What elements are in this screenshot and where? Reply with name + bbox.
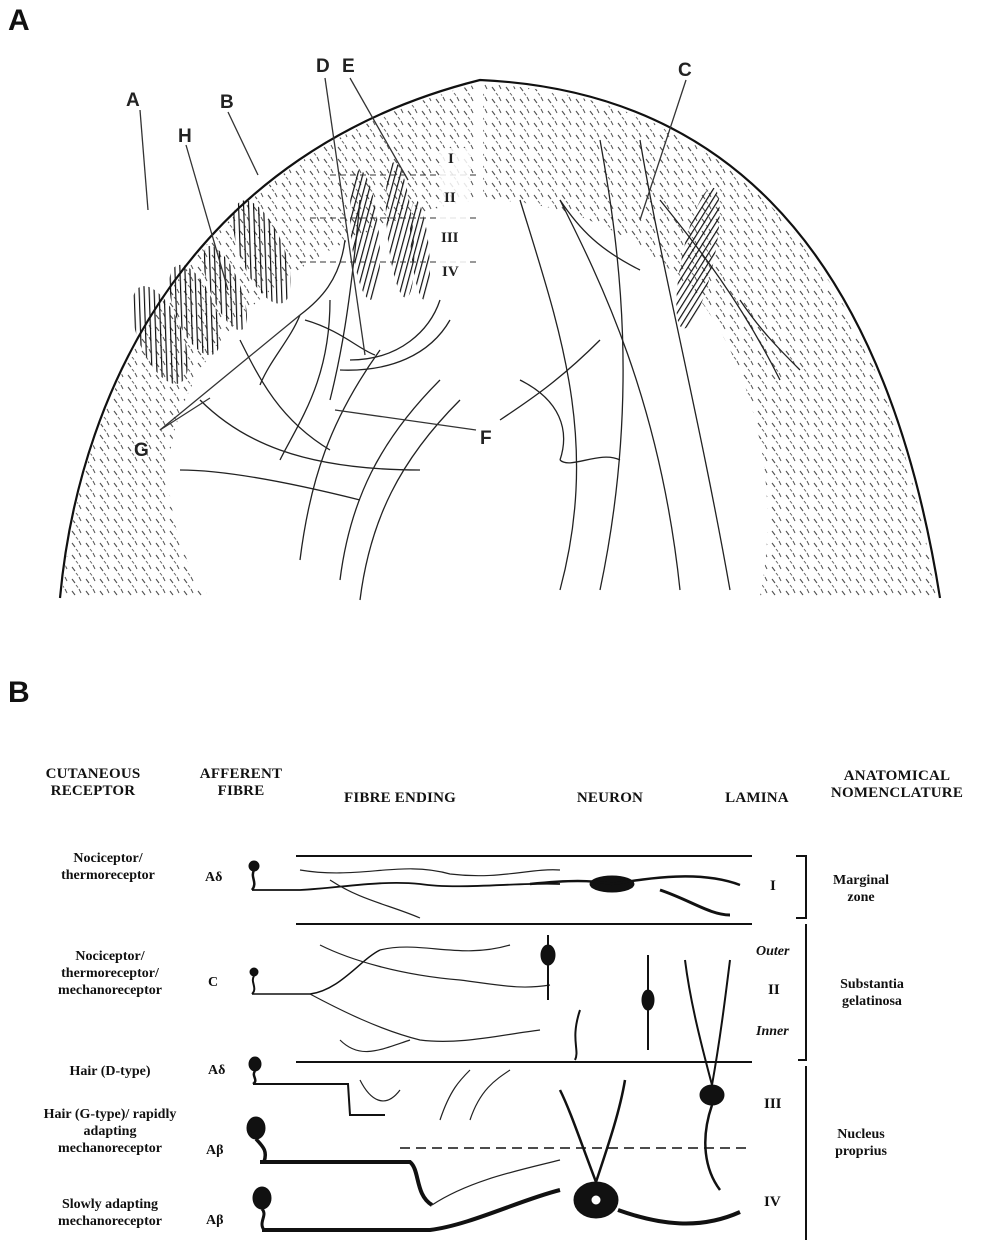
nomenclature-brackets — [796, 856, 806, 1240]
lamina-label-a-iv: IV — [442, 264, 459, 280]
region-label-c: C — [678, 60, 692, 81]
lamina-label-a-i: I — [448, 151, 454, 167]
fibre-type-row-1: Aδ — [205, 870, 222, 886]
nomenclature-marginal-zone: Marginal zone — [818, 872, 904, 906]
lamina-label-a-ii: II — [444, 190, 456, 206]
lamina-b-inner: Inner — [756, 1024, 789, 1040]
receptor-row-1: Nociceptor/ thermoreceptor — [38, 850, 178, 884]
region-label-f: F — [480, 428, 492, 449]
receptor-row-5: Slowly adapting mechanoreceptor — [30, 1196, 190, 1230]
nomenclature-nucleus-proprius: Nucleus proprius — [818, 1126, 904, 1160]
lamina-b-iv: IV — [764, 1194, 781, 1211]
region-label-d: D — [316, 56, 330, 77]
fibre-type-row-4: Aβ — [206, 1143, 224, 1159]
receptor-row-3: Hair (D-type) — [30, 1063, 190, 1080]
header-lamina: LAMINA — [712, 790, 802, 807]
fibre-type-row-2: C — [208, 975, 218, 991]
afferent-fibres — [247, 861, 560, 1230]
region-label-h: H — [178, 126, 192, 147]
lamina-boundaries-b — [296, 856, 752, 1062]
header-neuron: NEURON — [560, 790, 660, 807]
panel-a-figure: I II III IV A B C D E F G H — [0, 0, 995, 640]
region-label-b: B — [220, 92, 234, 113]
panel-b-letter: B — [8, 676, 30, 710]
receptor-row-2: Nociceptor/ thermoreceptor/ mechanorecep… — [30, 948, 190, 999]
lamina-b-outer: Outer — [756, 944, 789, 960]
header-cutaneous-receptor: CUTANEOUS RECEPTOR — [28, 766, 158, 800]
region-label-g: G — [134, 440, 149, 461]
lamina-b-i: I — [770, 878, 776, 895]
region-label-e: E — [342, 56, 355, 77]
fibre-endings — [300, 869, 560, 1205]
fibre-type-row-3: Aδ — [208, 1063, 225, 1079]
receptor-row-4: Hair (G-type)/ rapidly adapting mechanor… — [30, 1106, 190, 1157]
header-afferent-fibre: AFFERENT FIBRE — [186, 766, 296, 800]
lamina-b-ii: II — [768, 982, 780, 999]
neurons — [530, 876, 740, 1224]
region-label-a: A — [126, 90, 140, 111]
lamina-b-iii: III — [764, 1096, 782, 1113]
header-anatomical-nomenclature: ANATOMICAL NOMENCLATURE — [822, 768, 972, 802]
fibre-type-row-5: Aβ — [206, 1213, 224, 1229]
header-fibre-ending: FIBRE ENDING — [320, 790, 480, 807]
lamina-label-a-iii: III — [441, 230, 459, 246]
nomenclature-substantia-gelatinosa: Substantia gelatinosa — [822, 976, 922, 1010]
